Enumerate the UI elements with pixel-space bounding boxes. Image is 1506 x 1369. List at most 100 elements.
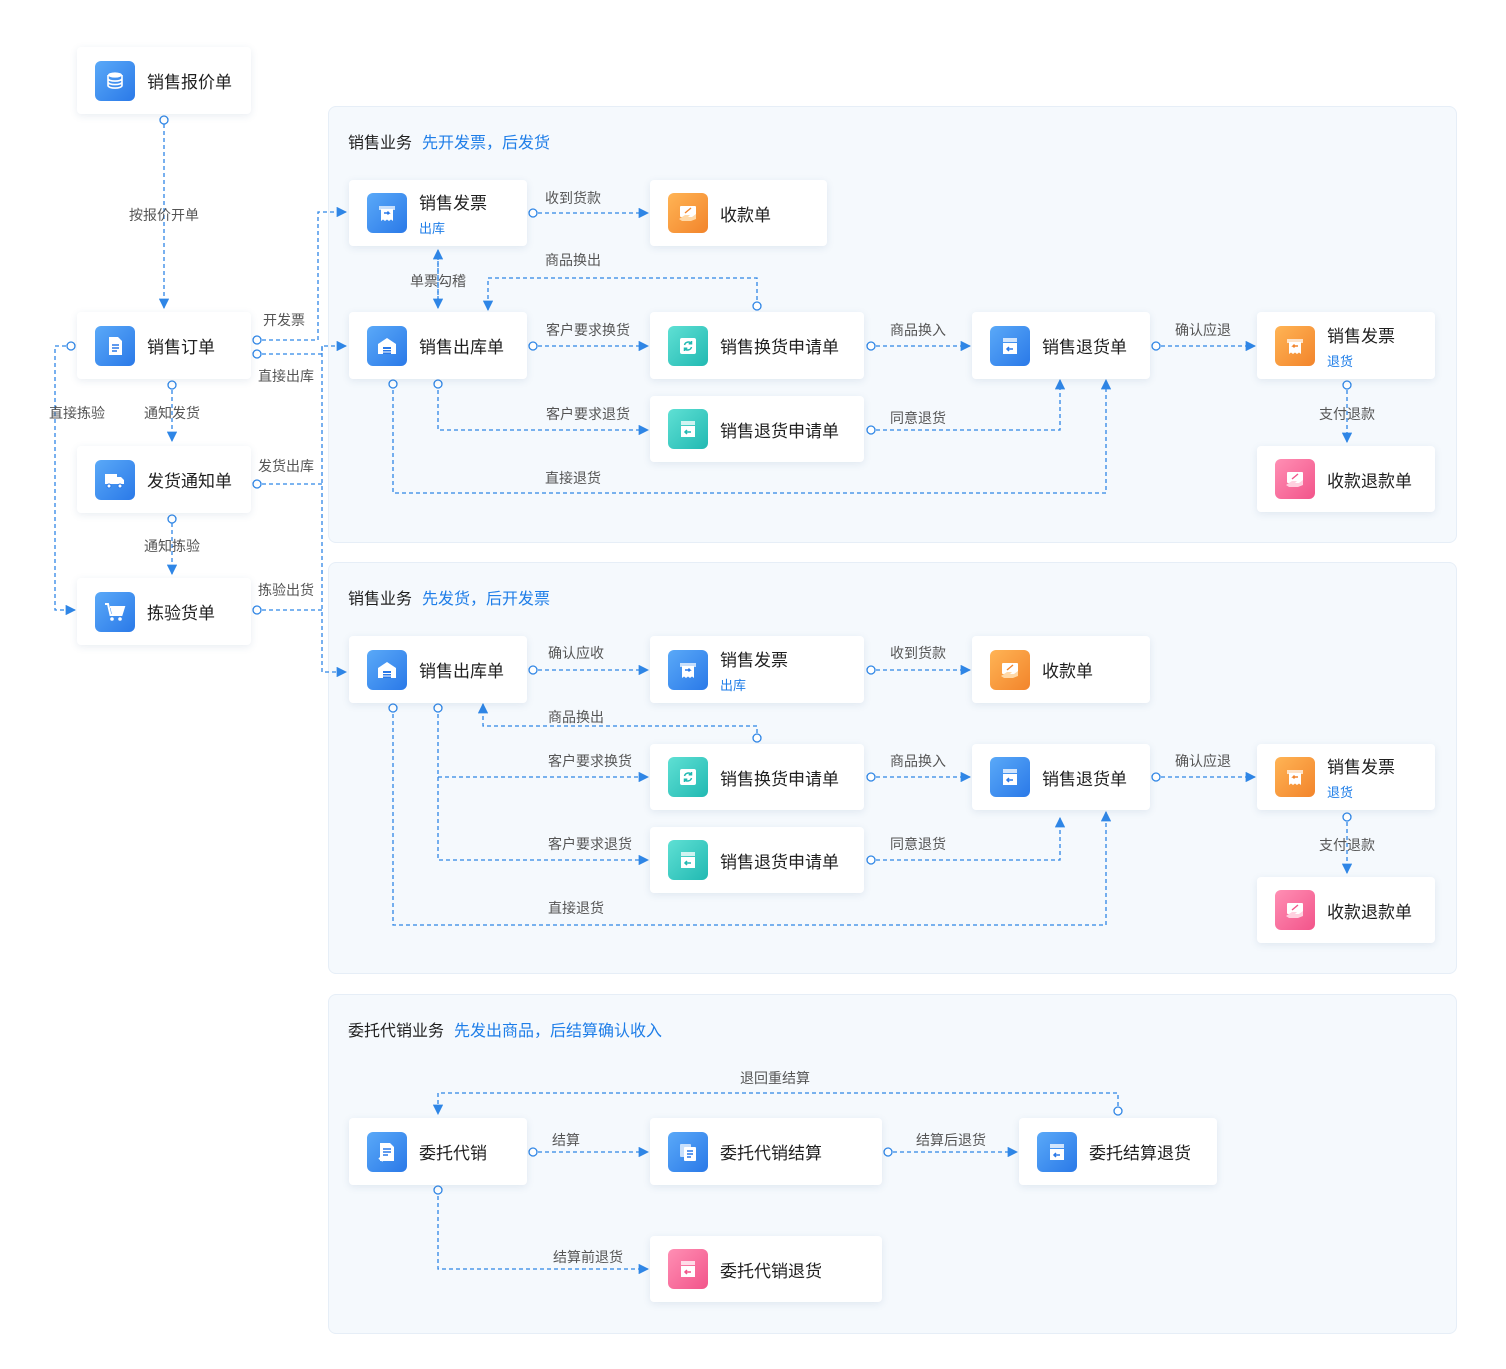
edge-label-c-settle: 结算 <box>552 1132 580 1148</box>
return-box-icon <box>990 325 1030 366</box>
node-label: 销售发票 <box>419 194 487 213</box>
node-s1-return-request[interactable]: 销售退货申请单 <box>650 396 864 462</box>
node-label: 收款退款单 <box>1327 902 1412 922</box>
node-label: 销售退货单 <box>1042 338 1127 357</box>
warehouse-icon <box>367 649 407 690</box>
coins-icon <box>95 60 135 101</box>
node-label: 销售出库单 <box>419 662 504 681</box>
invoice-icon <box>668 649 708 690</box>
return-box-icon <box>990 757 1030 797</box>
node-label: 收款退款单 <box>1327 471 1412 491</box>
node-label: 委托代销结算 <box>720 1144 822 1163</box>
invoice-return-icon <box>1275 325 1315 366</box>
node-label: 委托结算退货 <box>1089 1144 1191 1163</box>
return-box-icon <box>1037 1131 1077 1172</box>
node-s1-refund[interactable]: 收款退款单 <box>1257 446 1435 512</box>
edge-label-s2-cust-exchange: 客户要求换货 <box>548 753 632 769</box>
edge-label-s1-goods-out: 商品换出 <box>545 252 601 268</box>
node-picking[interactable]: 拣验货单 <box>77 578 251 645</box>
receipt-icon <box>990 649 1030 690</box>
consign-doc-icon <box>367 1131 407 1172</box>
node-s1-receipt[interactable]: 收款单 <box>650 180 827 246</box>
node-s2-return[interactable]: 销售退货单 <box>972 744 1150 810</box>
edge-label-invoice: 开发票 <box>263 312 305 328</box>
node-s1-return-invoice[interactable]: 销售发票退货 <box>1257 312 1435 379</box>
node-sales-order[interactable]: 销售订单 <box>77 312 251 379</box>
edge-label-direct-pick: 直接拣验 <box>49 405 105 421</box>
edge-label-s1-confirm-refund: 确认应退 <box>1175 322 1231 338</box>
edge-label-pick-out: 拣验出货 <box>258 582 314 598</box>
return-box-icon <box>668 840 708 880</box>
edge-label-s2-confirm-refund: 确认应退 <box>1175 753 1231 769</box>
node-label: 销售退货申请单 <box>720 421 839 441</box>
edge-label-quote-to-order: 按报价开单 <box>129 207 199 223</box>
node-sub-label: 退货 <box>1327 785 1354 800</box>
edge-label-s2-confirm-recv: 确认应收 <box>548 645 604 661</box>
node-label: 销售出库单 <box>419 338 504 357</box>
invoice-icon <box>367 193 407 233</box>
edge-label-s1-pay-refund: 支付退款 <box>1319 406 1375 422</box>
edge-label-c-before-settle-return: 结算前退货 <box>553 1249 623 1265</box>
edge-label-s2-pay-refund: 支付退款 <box>1319 837 1375 853</box>
return-box-icon <box>668 409 708 449</box>
node-s2-return-invoice[interactable]: 销售发票退货 <box>1257 744 1435 810</box>
node-sales-quote[interactable]: 销售报价单 <box>77 47 251 114</box>
node-label: 委托代销 <box>419 1144 487 1163</box>
node-s2-return-request[interactable]: 销售退货申请单 <box>650 827 864 893</box>
edge-label-s1-cust-return: 客户要求退货 <box>546 406 630 422</box>
node-s1-outbound[interactable]: 销售出库单 <box>349 312 527 379</box>
node-s1-exchange-request[interactable]: 销售换货申请单 <box>650 312 864 379</box>
edge-label-s2-agree-return: 同意退货 <box>890 836 946 852</box>
node-s2-refund[interactable]: 收款退款单 <box>1257 877 1435 943</box>
node-s1-sales-invoice[interactable]: 销售发票出库 <box>349 180 527 246</box>
node-label: 销售换货申请单 <box>720 338 839 357</box>
receipt-icon <box>668 193 708 233</box>
node-label: 销售发票 <box>1327 758 1395 777</box>
edge-label-c-back-resettle: 退回重结算 <box>740 1070 810 1086</box>
node-label: 销售退货单 <box>1042 769 1127 789</box>
node-consign[interactable]: 委托代销 <box>349 1118 527 1185</box>
node-delivery-notice[interactable]: 发货通知单 <box>77 446 251 513</box>
edge-label-direct-out: 直接出库 <box>258 368 314 384</box>
document-icon <box>95 325 135 366</box>
node-s2-receipt[interactable]: 收款单 <box>972 636 1150 703</box>
edge-label-s1-cust-exchange: 客户要求换货 <box>546 322 630 338</box>
node-s2-sales-invoice[interactable]: 销售发票出库 <box>650 636 864 703</box>
section-title-invoice-first: 销售业务先开发票，后发货 <box>348 135 551 152</box>
node-sub-label: 退货 <box>1327 353 1354 369</box>
node-label: 委托代销退货 <box>720 1261 822 1281</box>
edge-label-s1-direct-return: 直接退货 <box>545 470 601 486</box>
node-consign-settle-return[interactable]: 委托结算退货 <box>1019 1118 1217 1185</box>
section-title-ship-first: 销售业务先发货，后开发票 <box>348 591 551 608</box>
node-label: 销售发票 <box>1327 326 1395 346</box>
edge-label-s2-direct-return: 直接退货 <box>548 900 604 916</box>
node-label: 销售换货申请单 <box>720 769 839 789</box>
refund-icon <box>1275 459 1315 499</box>
node-s2-exchange-request[interactable]: 销售换货申请单 <box>650 744 864 810</box>
node-s2-outbound[interactable]: 销售出库单 <box>349 636 527 703</box>
refund-icon <box>1275 890 1315 930</box>
exchange-icon <box>668 325 708 366</box>
edge-label-s2-goods-in: 商品换入 <box>890 753 946 769</box>
edge-label-s2-goods-out: 商品换出 <box>548 709 604 725</box>
edge-label-s1-goods-in: 商品换入 <box>890 322 946 338</box>
section-title-consign: 委托代销业务先发出商品，后结算确认收入 <box>348 1023 663 1040</box>
warehouse-icon <box>367 325 407 366</box>
node-consign-settle[interactable]: 委托代销结算 <box>650 1118 882 1185</box>
edge-label-s1-received: 收到货款 <box>545 190 601 206</box>
node-s1-return[interactable]: 销售退货单 <box>972 312 1150 379</box>
settle-icon <box>668 1131 708 1172</box>
edge-label-notify-pick: 通知拣验 <box>144 538 200 554</box>
node-label: 销售退货申请单 <box>720 852 839 872</box>
edge-label-s2-received: 收到货款 <box>890 645 946 661</box>
node-label: 销售订单 <box>147 338 215 357</box>
node-sub-label: 出库 <box>419 221 446 236</box>
node-consign-return[interactable]: 委托代销退货 <box>650 1236 882 1302</box>
node-label: 销售发票 <box>720 650 788 670</box>
return-box-icon <box>668 1249 708 1289</box>
invoice-return-icon <box>1275 757 1315 797</box>
exchange-icon <box>668 757 708 797</box>
node-label: 拣验货单 <box>147 604 215 623</box>
node-sub-label: 出库 <box>720 677 747 693</box>
cart-icon <box>95 591 135 632</box>
